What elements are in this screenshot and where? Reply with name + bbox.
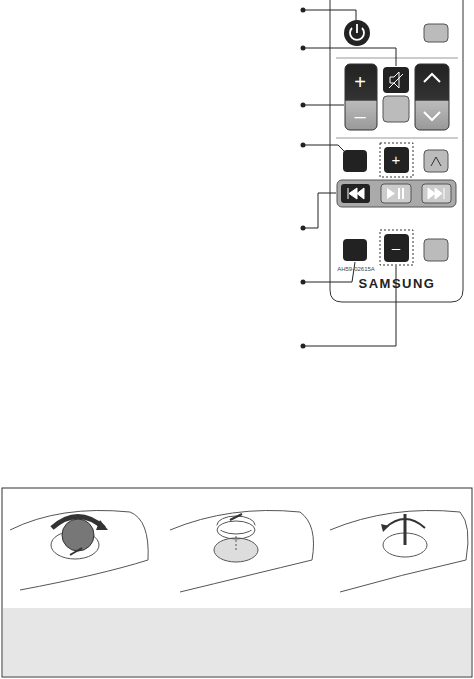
volume-minus: –: [354, 106, 365, 126]
volume-plus: +: [354, 72, 366, 92]
plus-button: +: [392, 152, 401, 167]
model-number: AH59-02615A: [337, 266, 375, 272]
brand-logo: SAMSUNG: [359, 277, 436, 290]
minus-button: –: [392, 240, 400, 255]
